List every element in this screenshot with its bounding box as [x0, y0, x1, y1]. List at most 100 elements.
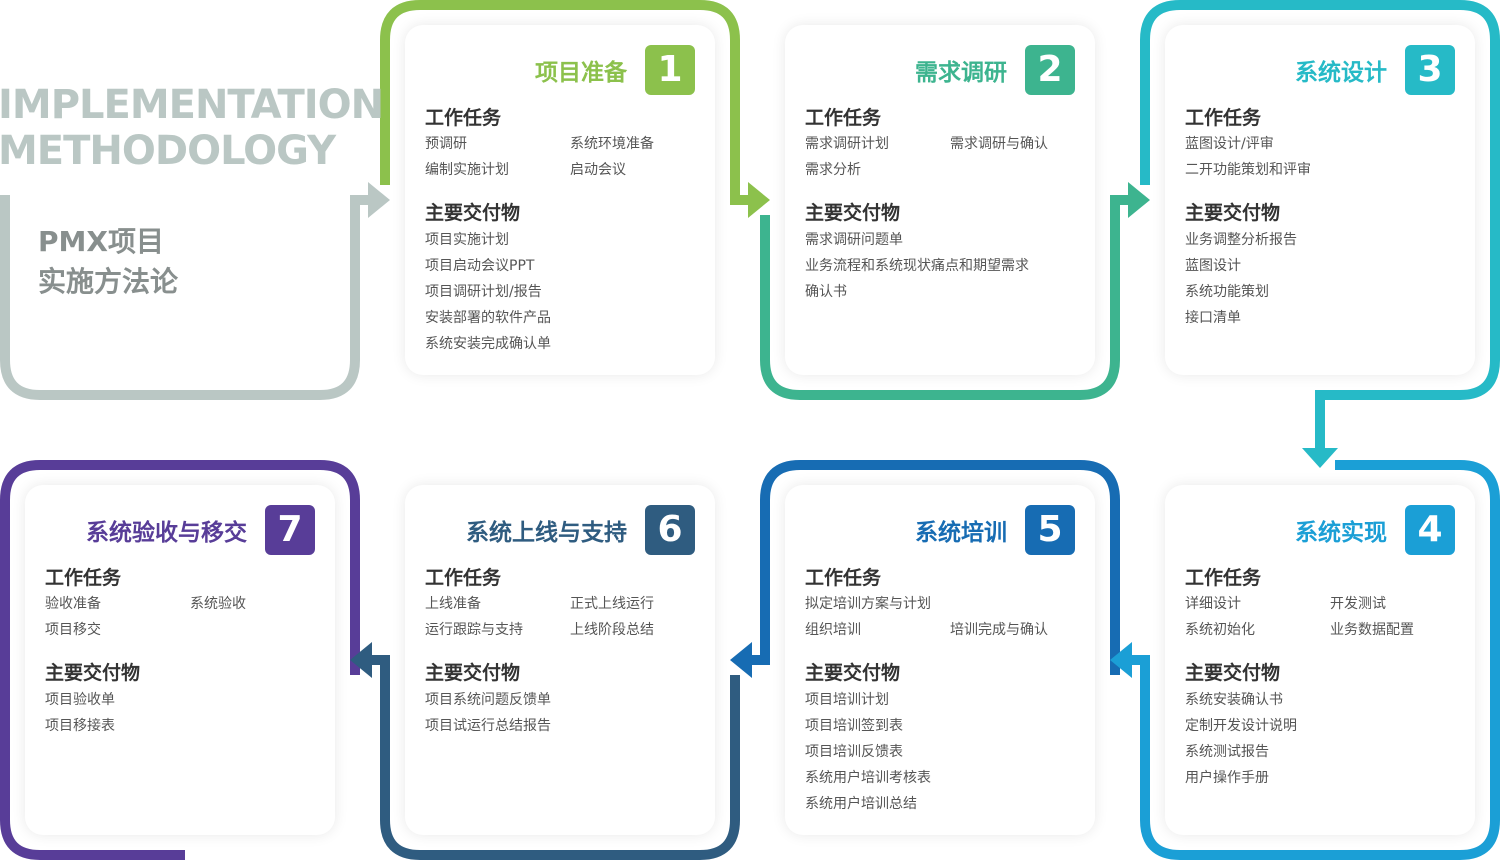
phase-number-badge: 7 — [265, 505, 315, 555]
intro-title-en-line: IMPLEMENTATION — [0, 82, 384, 128]
task-item: 正式上线运行 — [570, 596, 654, 612]
task-item: 系统验收 — [190, 596, 246, 612]
phase-card-6: 系统上线与支持 6 工作任务 上线准备 正式上线运行 运行跟踪与支持 上线阶段总… — [405, 485, 715, 835]
task-list: 蓝图设计/评审 二开功能策划和评审 — [1185, 135, 1475, 179]
deliverable-list: 系统安装确认书 定制开发设计说明 系统测试报告 用户操作手册 — [1185, 687, 1455, 791]
intro-title-en: IMPLEMENTATION METHODOLOGY — [0, 82, 384, 174]
deliverable-list: 业务调整分析报告 蓝图设计 系统功能策划 接口清单 — [1185, 227, 1455, 331]
deliverable-item: 项目实施计划 — [425, 232, 509, 248]
phase-header: 系统上线与支持 6 — [466, 505, 695, 555]
intro-title-cn-line: 实施方法论 — [38, 265, 179, 298]
task-item: 详细设计 — [1185, 596, 1241, 612]
phase-card-1: 项目准备 1 工作任务 预调研 系统环境准备 编制实施计划 启动会议 主要交付物… — [405, 25, 715, 375]
task-item: 业务数据配置 — [1330, 622, 1414, 638]
task-item: 需求调研计划 — [805, 136, 889, 152]
phase-card-4: 系统实现 4 工作任务 详细设计 开发测试 系统初始化 业务数据配置 主要交付物… — [1165, 485, 1475, 835]
task-list: 上线准备 正式上线运行 运行跟踪与支持 上线阶段总结 — [425, 595, 715, 639]
phase-title: 系统上线与支持 — [466, 520, 627, 546]
arrow-left-icon — [730, 642, 752, 678]
deliverable-item: 项目培训反馈表 — [805, 744, 903, 760]
task-item: 编制实施计划 — [425, 162, 509, 178]
phase-card-3: 系统设计 3 工作任务 蓝图设计/评审 二开功能策划和评审 主要交付物 业务调整… — [1165, 25, 1475, 375]
task-item: 需求分析 — [805, 162, 861, 178]
task-item: 二开功能策划和评审 — [1185, 162, 1311, 178]
phase-title: 系统验收与移交 — [86, 520, 247, 546]
task-list: 拟定培训方案与计划 组织培训 培训完成与确认 — [805, 595, 1095, 639]
task-list: 需求调研计划 需求调研与确认 需求分析 — [805, 135, 1095, 179]
tasks-heading: 工作任务 — [425, 567, 502, 589]
phase6-frame — [372, 655, 740, 860]
deliverables-heading: 主要交付物 — [425, 662, 521, 684]
phase-number-badge: 5 — [1025, 505, 1075, 555]
deliverable-item: 需求调研问题单 — [805, 232, 903, 248]
phase-header: 项目准备 1 — [535, 45, 695, 95]
phase-number-badge: 6 — [645, 505, 695, 555]
phase-card-5: 系统培训 5 工作任务 拟定培训方案与计划 组织培训 培训完成与确认 主要交付物… — [785, 485, 1095, 835]
deliverable-item: 系统测试报告 — [1185, 744, 1269, 760]
phase-card-7: 系统验收与移交 7 工作任务 验收准备 系统验收 项目移交 主要交付物 项目验收… — [25, 485, 335, 835]
task-item: 系统初始化 — [1185, 622, 1255, 638]
phase-title: 项目准备 — [535, 60, 627, 86]
deliverable-item: 项目培训计划 — [805, 692, 889, 708]
tasks-heading: 工作任务 — [45, 567, 122, 589]
deliverable-list: 项目培训计划 项目培训签到表 项目培训反馈表 系统用户培训考核表 系统用户培训总… — [805, 687, 1075, 817]
task-item: 预调研 — [425, 136, 467, 152]
task-list: 预调研 系统环境准备 编制实施计划 启动会议 — [425, 135, 715, 179]
deliverable-item: 项目培训签到表 — [805, 718, 903, 734]
phase-number-badge: 3 — [1405, 45, 1455, 95]
deliverable-item: 定制开发设计说明 — [1185, 718, 1297, 734]
deliverable-item: 系统功能策划 — [1185, 284, 1269, 300]
tasks-heading: 工作任务 — [1185, 107, 1262, 129]
deliverable-item: 项目系统问题反馈单 — [425, 692, 551, 708]
deliverable-list: 需求调研问题单 业务流程和系统现状痛点和期望需求 确认书 — [805, 227, 1075, 305]
deliverables-heading: 主要交付物 — [425, 202, 521, 224]
deliverable-item: 项目试运行总结报告 — [425, 718, 551, 734]
deliverable-item: 接口清单 — [1185, 310, 1241, 326]
deliverable-item: 系统用户培训考核表 — [805, 770, 931, 786]
task-item: 启动会议 — [570, 162, 626, 178]
intro-title-en-line: METHODOLOGY — [0, 128, 336, 174]
phase-header: 系统设计 3 — [1295, 45, 1455, 95]
phase-number-badge: 1 — [645, 45, 695, 95]
deliverable-item: 项目移接表 — [45, 718, 115, 734]
task-item: 上线准备 — [425, 596, 481, 612]
task-item: 组织培训 — [805, 622, 861, 638]
deliverables-heading: 主要交付物 — [1185, 662, 1281, 684]
deliverable-list: 项目系统问题反馈单 项目试运行总结报告 — [425, 687, 695, 739]
phase-title: 需求调研 — [915, 60, 1007, 86]
phase-title: 系统设计 — [1295, 60, 1387, 86]
task-item: 系统环境准备 — [570, 136, 654, 152]
task-item — [950, 595, 1095, 613]
tasks-heading: 工作任务 — [1185, 567, 1262, 589]
phase-title: 系统培训 — [915, 520, 1007, 546]
arrow-left-icon — [350, 642, 372, 678]
deliverable-item: 项目调研计划/报告 — [425, 284, 542, 300]
phase-header: 需求调研 2 — [915, 45, 1075, 95]
arrow-down-icon — [1302, 448, 1338, 468]
tasks-heading: 工作任务 — [805, 567, 882, 589]
deliverable-list: 项目验收单 项目移接表 — [45, 687, 315, 739]
deliverable-item: 系统安装完成确认单 — [425, 336, 551, 352]
task-item: 验收准备 — [45, 596, 101, 612]
phase1-frame — [380, 0, 748, 205]
deliverables-heading: 主要交付物 — [1185, 202, 1281, 224]
task-item: 拟定培训方案与计划 — [805, 596, 931, 612]
phase-card-2: 需求调研 2 工作任务 需求调研计划 需求调研与确认 需求分析 主要交付物 需求… — [785, 25, 1095, 375]
deliverable-item: 安装部署的软件产品 — [425, 310, 551, 326]
task-item: 培训完成与确认 — [950, 622, 1048, 638]
deliverable-item: 系统安装确认书 — [1185, 692, 1283, 708]
arrow-right-icon — [748, 182, 770, 218]
task-item: 运行跟踪与支持 — [425, 622, 523, 638]
phase5-frame — [752, 460, 1120, 675]
phase2-frame — [760, 195, 1128, 400]
deliverable-item: 业务调整分析报告 — [1185, 232, 1297, 248]
task-item: 需求调研与确认 — [950, 136, 1048, 152]
deliverable-item: 用户操作手册 — [1185, 770, 1269, 786]
phase7-frame — [0, 460, 360, 860]
deliverable-list: 项目实施计划 项目启动会议PPT 项目调研计划/报告 安装部署的软件产品 系统安… — [425, 227, 695, 357]
deliverables-heading: 主要交付物 — [805, 202, 901, 224]
deliverable-item: 项目启动会议PPT — [425, 258, 535, 274]
deliverables-heading: 主要交付物 — [805, 662, 901, 684]
deliverable-item: 蓝图设计 — [1185, 258, 1241, 274]
